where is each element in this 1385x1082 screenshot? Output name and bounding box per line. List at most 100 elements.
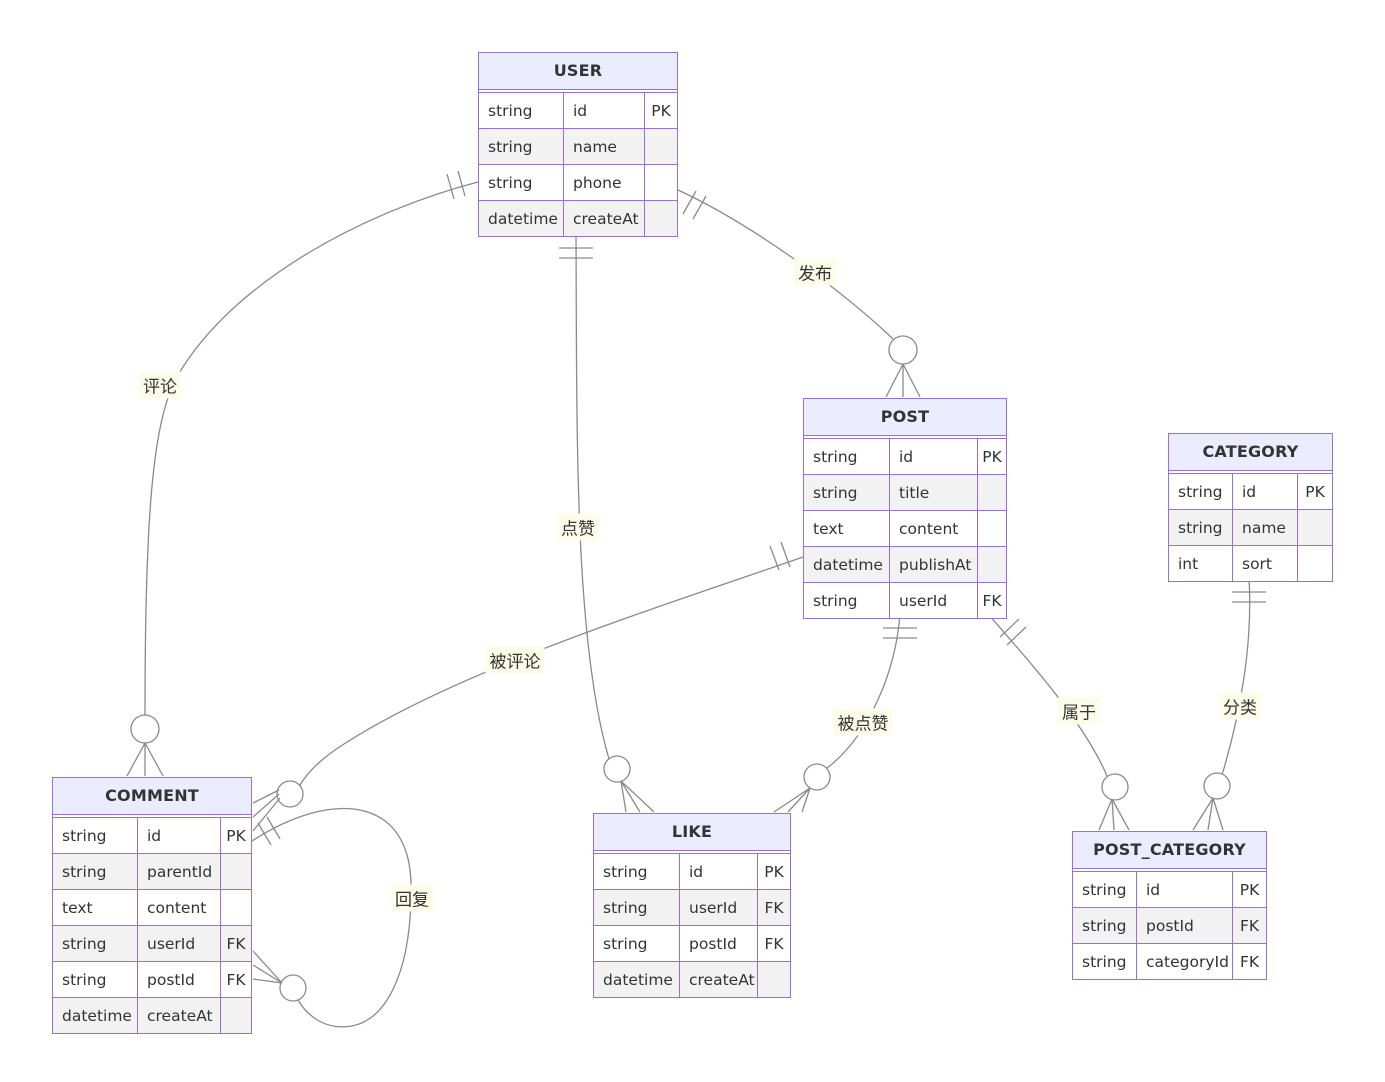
zero-circle bbox=[888, 335, 918, 365]
attr-type-cell: string bbox=[1073, 944, 1136, 979]
attr-key-cell bbox=[221, 890, 251, 925]
attr-key-cell: FK bbox=[758, 890, 790, 925]
crow-foot bbox=[126, 742, 164, 777]
attr-attr-cell: title bbox=[890, 475, 977, 510]
zero-circle bbox=[279, 974, 307, 1002]
attr-type-cell: string bbox=[1073, 872, 1136, 907]
entity-title: POST bbox=[804, 399, 1006, 436]
attr-key-cell bbox=[978, 547, 1006, 582]
attr-key-cell: FK bbox=[978, 583, 1006, 618]
rel-label-post-comment: 被评论 bbox=[485, 646, 545, 674]
attr-attr-cell: content bbox=[138, 890, 220, 925]
attr-key-cell: FK bbox=[1233, 944, 1266, 979]
attr-attr-cell: name bbox=[1233, 510, 1297, 545]
attr-type-cell: string bbox=[479, 165, 563, 200]
attr-attr-cell: id bbox=[890, 439, 977, 474]
attr-key-cell: PK bbox=[645, 93, 677, 128]
entity-title: POST_CATEGORY bbox=[1073, 832, 1266, 869]
attr-type-cell: string bbox=[594, 890, 679, 925]
attr-key-cell bbox=[645, 165, 677, 200]
attr-key-cell bbox=[978, 511, 1006, 546]
rel-line-post-comment bbox=[252, 541, 804, 832]
attr-type-cell: text bbox=[804, 511, 889, 546]
rel-label-user-like: 点赞 bbox=[557, 513, 599, 541]
attr-type-cell: string bbox=[804, 583, 889, 618]
attr-attr-cell: phone bbox=[564, 165, 644, 200]
attr-type-cell: string bbox=[804, 439, 889, 474]
attr-key-cell: PK bbox=[978, 439, 1006, 474]
crow-foot bbox=[252, 950, 283, 984]
attr-attr-cell: content bbox=[890, 511, 977, 546]
attr-attr-cell: id bbox=[564, 93, 644, 128]
rel-line-user-like bbox=[559, 233, 655, 813]
rel-label-user-post: 发布 bbox=[794, 258, 836, 286]
rel-line-post-postcategory bbox=[987, 613, 1130, 831]
attr-type-cell: text bbox=[53, 890, 137, 925]
entity-title: USER bbox=[479, 53, 677, 90]
entity-title: CATEGORY bbox=[1169, 434, 1332, 471]
attr-type-cell: string bbox=[1169, 510, 1232, 545]
rel-line-category-postcategory bbox=[1192, 577, 1266, 831]
zero-circle bbox=[603, 755, 631, 783]
attr-key-cell: PK bbox=[1233, 872, 1266, 907]
attr-type-cell: datetime bbox=[479, 201, 563, 236]
attr-attr-cell: postId bbox=[138, 962, 220, 997]
zero-circle bbox=[276, 780, 304, 808]
crow-foot bbox=[885, 363, 921, 398]
rel-label-post-postcategory: 属于 bbox=[1058, 697, 1100, 725]
attr-key-cell: FK bbox=[221, 962, 251, 997]
attr-type-cell: string bbox=[53, 818, 137, 853]
one-marker bbox=[682, 190, 707, 220]
attr-type-cell: string bbox=[1169, 474, 1232, 509]
crow-foot bbox=[1192, 797, 1224, 831]
entity-title: COMMENT bbox=[53, 778, 251, 815]
attr-key-cell bbox=[221, 854, 251, 889]
attr-key-cell bbox=[1298, 510, 1332, 545]
attr-attr-cell: categoryId bbox=[1137, 944, 1232, 979]
rel-label-comment-self: 回复 bbox=[391, 884, 433, 912]
crow-foot bbox=[252, 789, 281, 832]
rel-line-user-post bbox=[677, 189, 921, 398]
attr-attr-cell: name bbox=[564, 129, 644, 164]
rel-line-post-like bbox=[773, 612, 917, 813]
attr-type-cell: string bbox=[804, 475, 889, 510]
rel-line-comment-self bbox=[251, 807, 412, 1028]
attr-key-cell bbox=[758, 962, 790, 997]
rel-label-post-like: 被点赞 bbox=[833, 708, 893, 736]
attr-type-cell: string bbox=[594, 854, 679, 889]
attr-key-cell: FK bbox=[1233, 908, 1266, 943]
attr-type-cell: string bbox=[594, 926, 679, 961]
one-marker bbox=[257, 816, 281, 846]
attr-type-cell: datetime bbox=[804, 547, 889, 582]
rel-label-category-postcategory: 分类 bbox=[1219, 692, 1261, 720]
attr-attr-cell: createAt bbox=[138, 998, 220, 1033]
attr-key-cell bbox=[978, 475, 1006, 510]
attr-attr-cell: id bbox=[1233, 474, 1297, 509]
attr-attr-cell: id bbox=[138, 818, 220, 853]
entity-title: LIKE bbox=[594, 814, 790, 851]
attr-type-cell: int bbox=[1169, 546, 1232, 581]
attr-attr-cell: publishAt bbox=[890, 547, 977, 582]
attr-attr-cell: id bbox=[1137, 872, 1232, 907]
crow-foot bbox=[620, 780, 655, 813]
attr-attr-cell: userId bbox=[890, 583, 977, 618]
attr-key-cell: FK bbox=[221, 926, 251, 961]
zero-circle bbox=[1203, 772, 1231, 800]
crow-foot bbox=[773, 787, 811, 813]
attr-attr-cell: userId bbox=[138, 926, 220, 961]
attr-key-cell bbox=[221, 998, 251, 1033]
attr-key-cell: PK bbox=[221, 818, 251, 853]
